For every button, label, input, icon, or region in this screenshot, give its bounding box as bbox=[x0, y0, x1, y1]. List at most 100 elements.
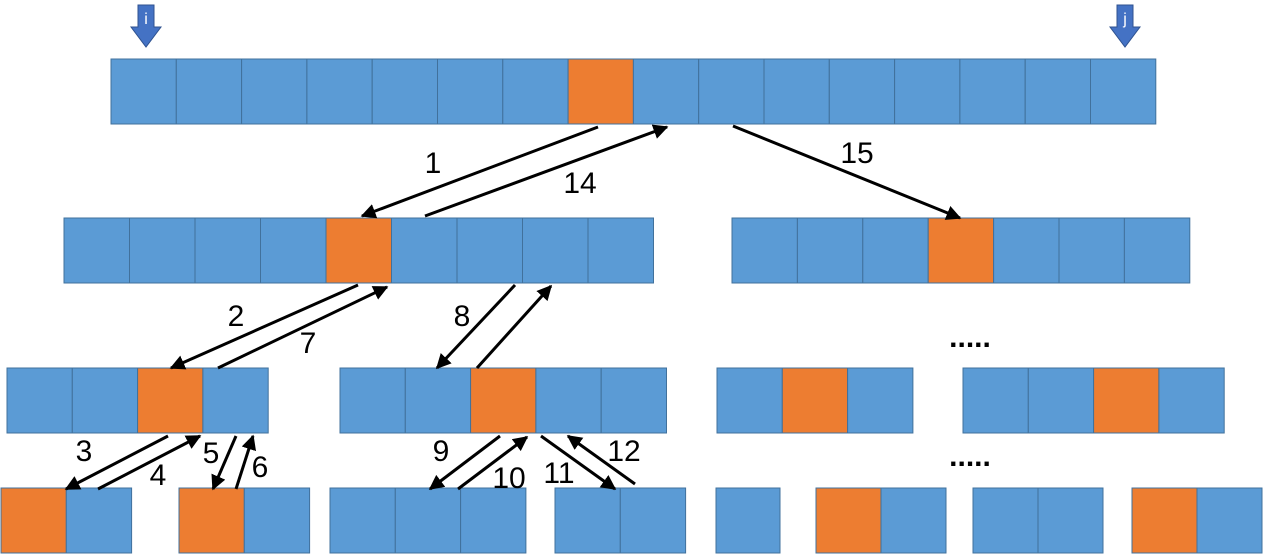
array-cell bbox=[202, 367, 269, 434]
left-right-subarray bbox=[339, 367, 668, 434]
leaf-b bbox=[178, 487, 311, 554]
array-cell bbox=[1027, 367, 1095, 434]
array-cell bbox=[880, 487, 947, 554]
left-left-subarray bbox=[6, 367, 269, 434]
array-cell bbox=[632, 58, 700, 125]
leaf-f bbox=[815, 487, 947, 554]
arrow-step-10 bbox=[457, 435, 529, 491]
arrow-step-8 bbox=[435, 283, 517, 370]
right-right-subarray bbox=[962, 367, 1225, 434]
array-cell bbox=[6, 367, 73, 434]
step-label-7: 7 bbox=[300, 327, 317, 360]
array-cell bbox=[716, 367, 783, 434]
array-cell bbox=[371, 58, 439, 125]
step-label-5: 5 bbox=[203, 437, 220, 470]
step-label-1: 1 bbox=[425, 147, 442, 180]
arrow-step-11 bbox=[540, 434, 617, 491]
arrow-step-14 bbox=[424, 124, 669, 218]
arrow-step-6 bbox=[234, 434, 257, 490]
array-cell bbox=[993, 217, 1060, 284]
arrow-step-15 bbox=[732, 124, 962, 220]
pivot-cell bbox=[178, 487, 245, 554]
pivot-cell bbox=[137, 367, 204, 434]
step-label-2: 2 bbox=[228, 300, 245, 333]
step-label-12: 12 bbox=[607, 435, 640, 468]
pivot-cell bbox=[927, 217, 995, 284]
array-cell bbox=[619, 487, 687, 554]
pivot-cell bbox=[815, 487, 882, 554]
array-cell bbox=[194, 217, 261, 284]
array-cell bbox=[65, 487, 133, 554]
array-cell bbox=[260, 217, 327, 284]
array-cell bbox=[959, 58, 1026, 125]
array-cell bbox=[329, 487, 396, 554]
array-cell bbox=[828, 58, 896, 125]
array-cell bbox=[1123, 217, 1191, 284]
array-cell bbox=[339, 367, 406, 434]
array-cell bbox=[554, 487, 621, 554]
ellipsis-level-3: ..... bbox=[949, 440, 991, 473]
step-label-10: 10 bbox=[492, 462, 525, 495]
arrow-step-4 bbox=[97, 434, 202, 491]
pivot-cell bbox=[781, 367, 849, 434]
array-cell bbox=[460, 487, 527, 554]
array-cell bbox=[972, 487, 1039, 554]
arrow-step-1 bbox=[360, 125, 599, 219]
array-cell bbox=[306, 58, 373, 125]
array-cell bbox=[847, 367, 914, 434]
pointer-i-icon: i bbox=[130, 4, 162, 48]
pointer-i-label: i bbox=[144, 11, 148, 28]
array-cell bbox=[391, 217, 458, 284]
step-label-9: 9 bbox=[433, 435, 450, 468]
step-label-6: 6 bbox=[252, 451, 269, 484]
arrow-step-2 bbox=[169, 283, 359, 370]
arrow-step-9 bbox=[428, 434, 501, 491]
arrow-step-5 bbox=[211, 435, 238, 491]
array-cell bbox=[1158, 367, 1225, 434]
ellipsis-level-2: ..... bbox=[949, 321, 991, 354]
array-cell bbox=[1090, 58, 1157, 125]
leaf-a bbox=[0, 487, 133, 554]
step-label-4: 4 bbox=[150, 459, 167, 492]
array-cell bbox=[1196, 487, 1263, 554]
array-cell bbox=[587, 217, 654, 284]
pivot-cell bbox=[567, 58, 634, 125]
leaf-h bbox=[1131, 487, 1263, 554]
step-labels: 1 14 15 2 7 8 3 4 5 6 9 10 11 12 bbox=[76, 137, 874, 495]
array-cell bbox=[1037, 487, 1104, 554]
step-label-3: 3 bbox=[76, 435, 93, 468]
array-cell bbox=[715, 487, 781, 554]
array-cell bbox=[1024, 58, 1091, 125]
pivot-cell bbox=[325, 217, 392, 284]
arrays bbox=[0, 58, 1263, 554]
recursion-arrows bbox=[64, 124, 962, 491]
array-cell bbox=[63, 217, 130, 284]
arrow-step-12 bbox=[566, 434, 636, 486]
pivot-cell bbox=[0, 487, 67, 554]
step-label-11: 11 bbox=[543, 457, 574, 490]
array-cell bbox=[600, 367, 668, 434]
leaf-g bbox=[972, 487, 1104, 554]
arrow-step-8-return bbox=[475, 284, 553, 370]
array-cell bbox=[1058, 217, 1125, 284]
array-cell bbox=[437, 58, 504, 125]
leaf-c bbox=[329, 487, 527, 554]
array-cell bbox=[241, 58, 308, 125]
right-subarray bbox=[731, 217, 1191, 284]
root-array bbox=[110, 58, 1157, 125]
pivot-cell bbox=[470, 367, 537, 434]
array-cell bbox=[862, 217, 929, 284]
step-label-8: 8 bbox=[454, 300, 471, 333]
step-label-14: 14 bbox=[563, 167, 596, 200]
array-cell bbox=[243, 487, 311, 554]
array-cell bbox=[796, 217, 864, 284]
array-cell bbox=[394, 487, 462, 554]
array-cell bbox=[110, 58, 177, 125]
array-cell bbox=[502, 58, 569, 125]
right-left-subarray bbox=[716, 367, 914, 434]
array-cell bbox=[535, 367, 602, 434]
step-label-15: 15 bbox=[840, 137, 873, 170]
array-cell bbox=[962, 367, 1029, 434]
array-cell bbox=[456, 217, 523, 284]
